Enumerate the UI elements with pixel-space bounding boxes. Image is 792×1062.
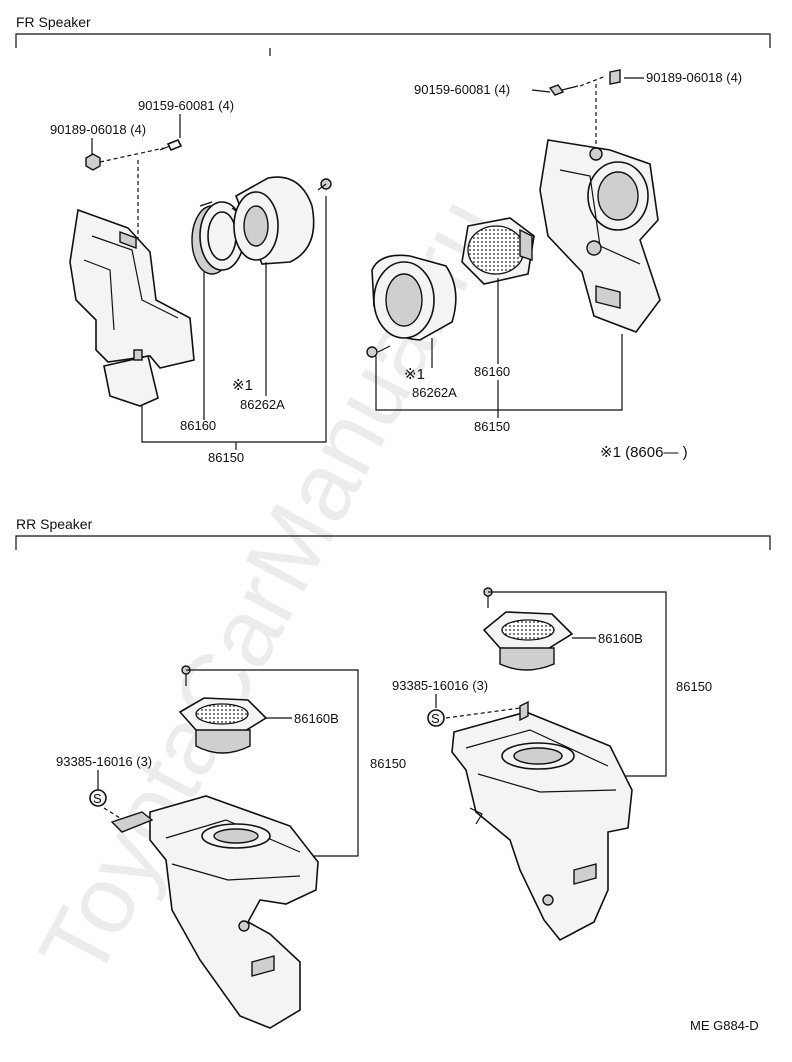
fr-left-screw-icon <box>159 138 183 152</box>
fr-right-nut-icon <box>609 69 621 85</box>
rr-left-assembly-bracket <box>186 669 359 857</box>
fr-right-speaker-label: 86160 <box>474 364 510 379</box>
rr-right-speaker <box>482 611 574 671</box>
fr-left-side-screw-icon <box>317 178 332 191</box>
fr-left-nut-label: 90189-06018 (4) <box>50 122 146 137</box>
fr-right-housing-label: 86262A <box>412 385 457 400</box>
rr-right-clip-dash <box>445 707 521 719</box>
fr-right-side-screw-icon <box>366 345 391 358</box>
fr-left-fastener-dash <box>99 147 165 163</box>
fr-left-nut-icon <box>85 153 101 171</box>
rr-left-speaker-label: 86160B <box>294 711 339 726</box>
fr-left-assembly-label: 86150 <box>208 450 244 465</box>
rr-right-clip-icon: S <box>427 709 445 727</box>
fr-left-note-mark: ※1 <box>232 377 253 394</box>
rr-left-enclosure <box>110 795 319 1029</box>
rr-left-clip-icon: S <box>89 789 107 807</box>
fr-right-nut-label: 90189-06018 (4) <box>646 70 742 85</box>
footnote: ※1 (8606— ) <box>600 444 688 461</box>
fr-right-bracket <box>539 139 661 333</box>
fr-left-speaker-label: 86160 <box>180 418 216 433</box>
fr-left-bracket <box>69 208 195 407</box>
fr-right-fastener-dash <box>579 75 607 87</box>
rr-right-clip-label: 93385-16016 (3) <box>392 678 488 693</box>
fr-right-screw-label: 90159-60081 (4) <box>414 82 510 97</box>
fr-left-screw-label: 90159-60081 (4) <box>138 98 234 113</box>
rr-right-speaker-label: 86160B <box>598 631 643 646</box>
rr-right-enclosure <box>451 700 633 942</box>
fr-right-assembly-label: 86150 <box>474 419 510 434</box>
fr-left-housing-label: 86262A <box>240 397 285 412</box>
rr-right-assembly-label: 86150 <box>676 679 712 694</box>
rr-right-assembly-bracket <box>488 591 667 777</box>
fr-left-housing <box>233 176 315 265</box>
rr-left-clip-label: 93385-16016 (3) <box>56 754 152 769</box>
rr-left-assembly-label: 86150 <box>370 756 406 771</box>
fr-right-housing <box>371 254 457 341</box>
drawing-code: ME G884-D <box>690 1018 759 1033</box>
svg-text:S: S <box>93 791 102 806</box>
rr-right-screw-icon <box>483 587 493 608</box>
fr-left-speaker <box>191 201 245 275</box>
fr-right-note-mark: ※1 <box>404 366 425 383</box>
svg-text:S: S <box>431 711 440 726</box>
fr-right-screw-icon <box>548 84 579 96</box>
fr-right-screw-leader <box>531 89 551 93</box>
fr-section-bracket <box>15 33 771 48</box>
fr-right-assembly-bracket <box>375 334 623 411</box>
fr-left-assembly-bracket <box>141 196 327 443</box>
rr-section-title: RR Speaker <box>16 516 93 532</box>
fr-right-speaker <box>461 217 535 285</box>
rr-section-bracket <box>15 535 771 550</box>
fr-section-title: FR Speaker <box>16 14 91 30</box>
rr-left-speaker <box>178 697 268 754</box>
